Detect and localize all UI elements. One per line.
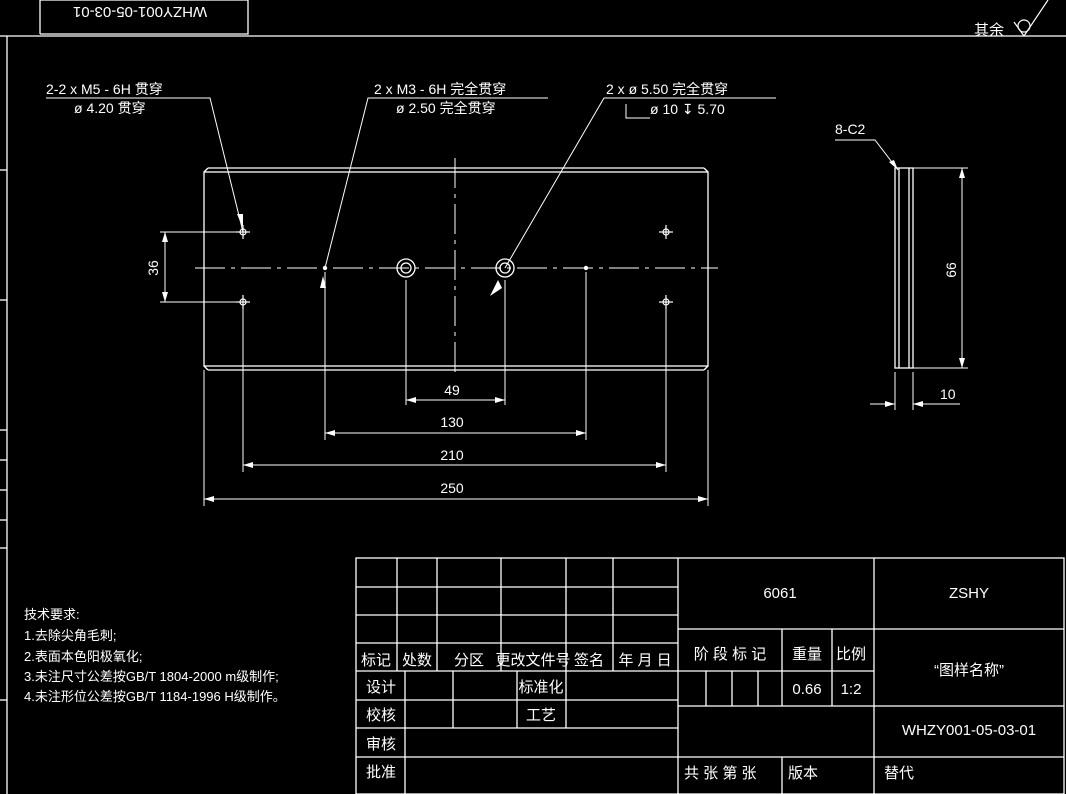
callout-cb-line1: 2 x ø 5.50 完全贯穿 bbox=[606, 81, 728, 97]
version-label: 版本 bbox=[788, 765, 818, 782]
tech-item-4: 4.未注形位公差按GB/T 1184-1996 H级制作。 bbox=[24, 689, 286, 704]
header-date: 年 月 日 bbox=[618, 652, 671, 669]
side-view-arrows bbox=[885, 168, 965, 407]
callout-m5-line2: ø 4.20 贯穿 bbox=[74, 100, 146, 116]
counterbore-icon bbox=[625, 104, 650, 119]
stage-label: 阶 段 标 记 bbox=[694, 646, 767, 663]
dimension-arrows bbox=[162, 232, 708, 502]
dim-210: 210 bbox=[440, 447, 464, 463]
check-label: 校核 bbox=[366, 707, 396, 724]
sheets-label: 共 张 第 张 bbox=[684, 764, 757, 782]
drawing-frame bbox=[0, 35, 1066, 794]
title-block-text: 6061 ZSHY “图样名称” WHZY001-05-03-01 标记 处数 … bbox=[361, 585, 1036, 782]
dim-36: 36 bbox=[145, 260, 161, 276]
review-label: 审核 bbox=[366, 736, 396, 753]
roughness-symbol-icon bbox=[1013, 0, 1049, 38]
surface-label: 其余 bbox=[974, 21, 1004, 39]
drawing-number: WHZY001-05-03-01 bbox=[902, 722, 1036, 739]
tech-item-1: 1.去除尖角毛刺; bbox=[24, 628, 116, 643]
plate-front-view bbox=[203, 167, 709, 371]
tech-requirements: 技术要求: 1.去除尖角毛刺; 2.表面本色阳极氧化; 3.未注尺寸公差按GB/… bbox=[24, 607, 286, 704]
process-label: 工艺 bbox=[526, 707, 556, 724]
callout-cb-line2: ø 10 ↧ 5.70 bbox=[650, 101, 725, 117]
design-label: 设计 bbox=[366, 679, 396, 696]
approve-label: 批准 bbox=[366, 764, 396, 781]
callout-m3-line2: ø 2.50 完全贯穿 bbox=[396, 100, 496, 116]
header-signature: 签名 bbox=[574, 652, 604, 669]
extension-lines bbox=[160, 231, 709, 506]
weight-value: 0.66 bbox=[792, 681, 821, 698]
corner-code-box: WHZY001-05-03-01 bbox=[39, 0, 249, 35]
header-mark: 标记 bbox=[361, 652, 391, 669]
part-name: “图样名称” bbox=[934, 662, 1004, 679]
dim-49: 49 bbox=[444, 382, 460, 398]
tech-title: 技术要求: bbox=[24, 607, 80, 622]
replace-label: 替代 bbox=[884, 765, 914, 782]
header-zone: 分区 bbox=[454, 652, 484, 669]
callout-texts: 2-2 x M5 - 6H 贯穿 ø 4.20 贯穿 2 x M3 - 6H 完… bbox=[46, 81, 866, 137]
material: 6061 bbox=[763, 585, 796, 602]
dim-250: 250 bbox=[440, 480, 464, 496]
plate-side-view bbox=[894, 167, 914, 369]
dim-66: 66 bbox=[943, 262, 959, 278]
title-block-grid bbox=[355, 557, 1065, 794]
dimension-texts: 36 49 130 210 250 bbox=[145, 260, 464, 496]
surface-roughness: 其余 bbox=[974, 0, 1049, 39]
corner-code: WHZY001-05-03-01 bbox=[73, 3, 207, 20]
standard-label: 标准化 bbox=[518, 679, 563, 696]
callout-m5-line1: 2-2 x M5 - 6H 贯穿 bbox=[46, 81, 163, 97]
scale-value: 1:2 bbox=[841, 681, 862, 698]
header-count: 处数 bbox=[402, 652, 432, 669]
weight-label: 重量 bbox=[792, 646, 822, 663]
callout-leaders bbox=[46, 97, 899, 269]
company: ZSHY bbox=[949, 585, 989, 602]
dim-10: 10 bbox=[940, 386, 956, 402]
dim-130: 130 bbox=[440, 414, 464, 430]
plate-centerlines bbox=[195, 158, 718, 378]
callout-arrows bbox=[237, 160, 898, 296]
dimension-lines bbox=[164, 232, 708, 500]
callout-m3-line1: 2 x M3 - 6H 完全贯穿 bbox=[374, 81, 506, 97]
side-view-dimensions bbox=[870, 167, 968, 410]
tech-item-3: 3.未注尺寸公差按GB/T 1804-2000 m级制作; bbox=[24, 669, 279, 684]
counterbore-holes bbox=[396, 258, 515, 278]
callout-chamfer: 8-C2 bbox=[835, 121, 866, 137]
scale-label: 比例 bbox=[836, 646, 866, 663]
header-change-doc: 更改文件号 bbox=[495, 652, 570, 669]
tech-item-2: 2.表面本色阳极氧化; bbox=[24, 649, 142, 664]
